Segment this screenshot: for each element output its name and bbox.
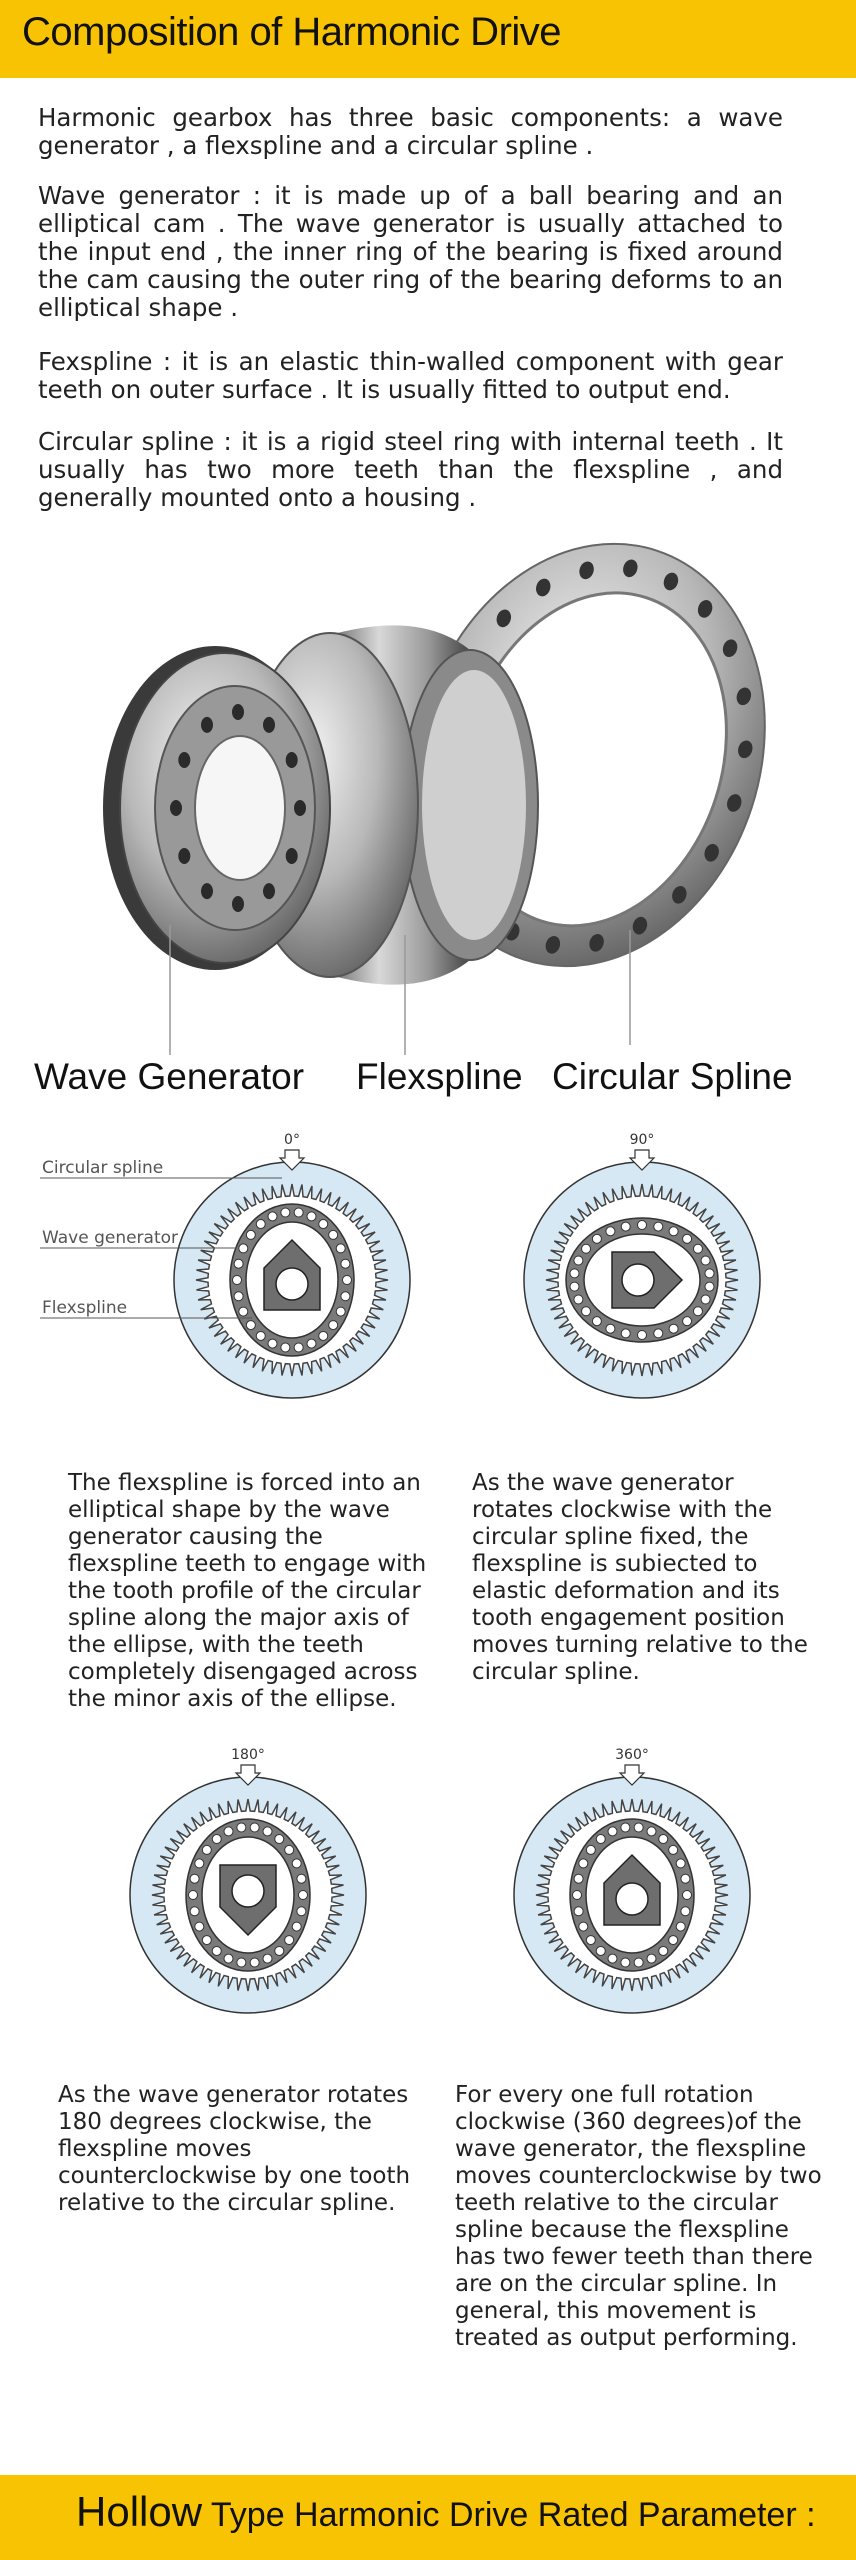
- stage-90-diagram: 90°: [523, 1132, 761, 1399]
- footer-title-big: Hollow: [76, 2488, 203, 2535]
- footer-title-rest: Type Harmonic Drive Rated Parameter :: [210, 2496, 816, 2534]
- diagram-label-flex: Flexspline: [42, 1298, 127, 1318]
- stage-angle-label: 90°: [630, 1132, 655, 1148]
- stage-0-text: The flexspline is forced into an ellipti…: [68, 1470, 427, 1712]
- diagram-label-wave: Wave generator: [42, 1228, 178, 1248]
- label-circular-spline: Circular Spline: [552, 1056, 793, 1097]
- stage-180-text: As the wave generator rotates 180 degree…: [58, 2082, 411, 2216]
- label-flexspline: Flexspline: [356, 1056, 523, 1097]
- label-wave-generator: Wave Generator: [34, 1056, 305, 1097]
- header-bar: [0, 0, 856, 78]
- stage-angle-label: 360°: [615, 1747, 649, 1763]
- stage-180-diagram: 180°: [129, 1747, 367, 2014]
- stage-90-text: As the wave generator rotates clockwise …: [472, 1470, 808, 1685]
- diagram-label-circular: Circular spline: [42, 1158, 163, 1178]
- footer-title: Hollow Type Harmonic Drive Rated Paramet…: [76, 2488, 816, 2536]
- stage-360-diagram: 360°: [513, 1747, 751, 2014]
- stage-angle-label: 0°: [284, 1132, 300, 1148]
- intro-flexspline-text: Fexspline : it is an elastic thin-walled…: [38, 347, 783, 404]
- stage-angle-label: 180°: [231, 1747, 265, 1763]
- stage-360-text: For every one full rotation clockwise (3…: [455, 2082, 822, 2351]
- intro-circular-spline-text: Circular spline : it is a rigid steel ri…: [38, 427, 783, 512]
- intro-wave-generator-text: Wave generator : it is made up of a ball…: [38, 181, 783, 322]
- harmonic-drive-photo: [103, 542, 766, 1055]
- footer-bar: [0, 2475, 856, 2560]
- page-title: Composition of Harmonic Drive: [22, 10, 562, 54]
- wave-generator-part: [103, 646, 331, 970]
- intro-components-text: Harmonic gearbox has three basic compone…: [38, 103, 783, 160]
